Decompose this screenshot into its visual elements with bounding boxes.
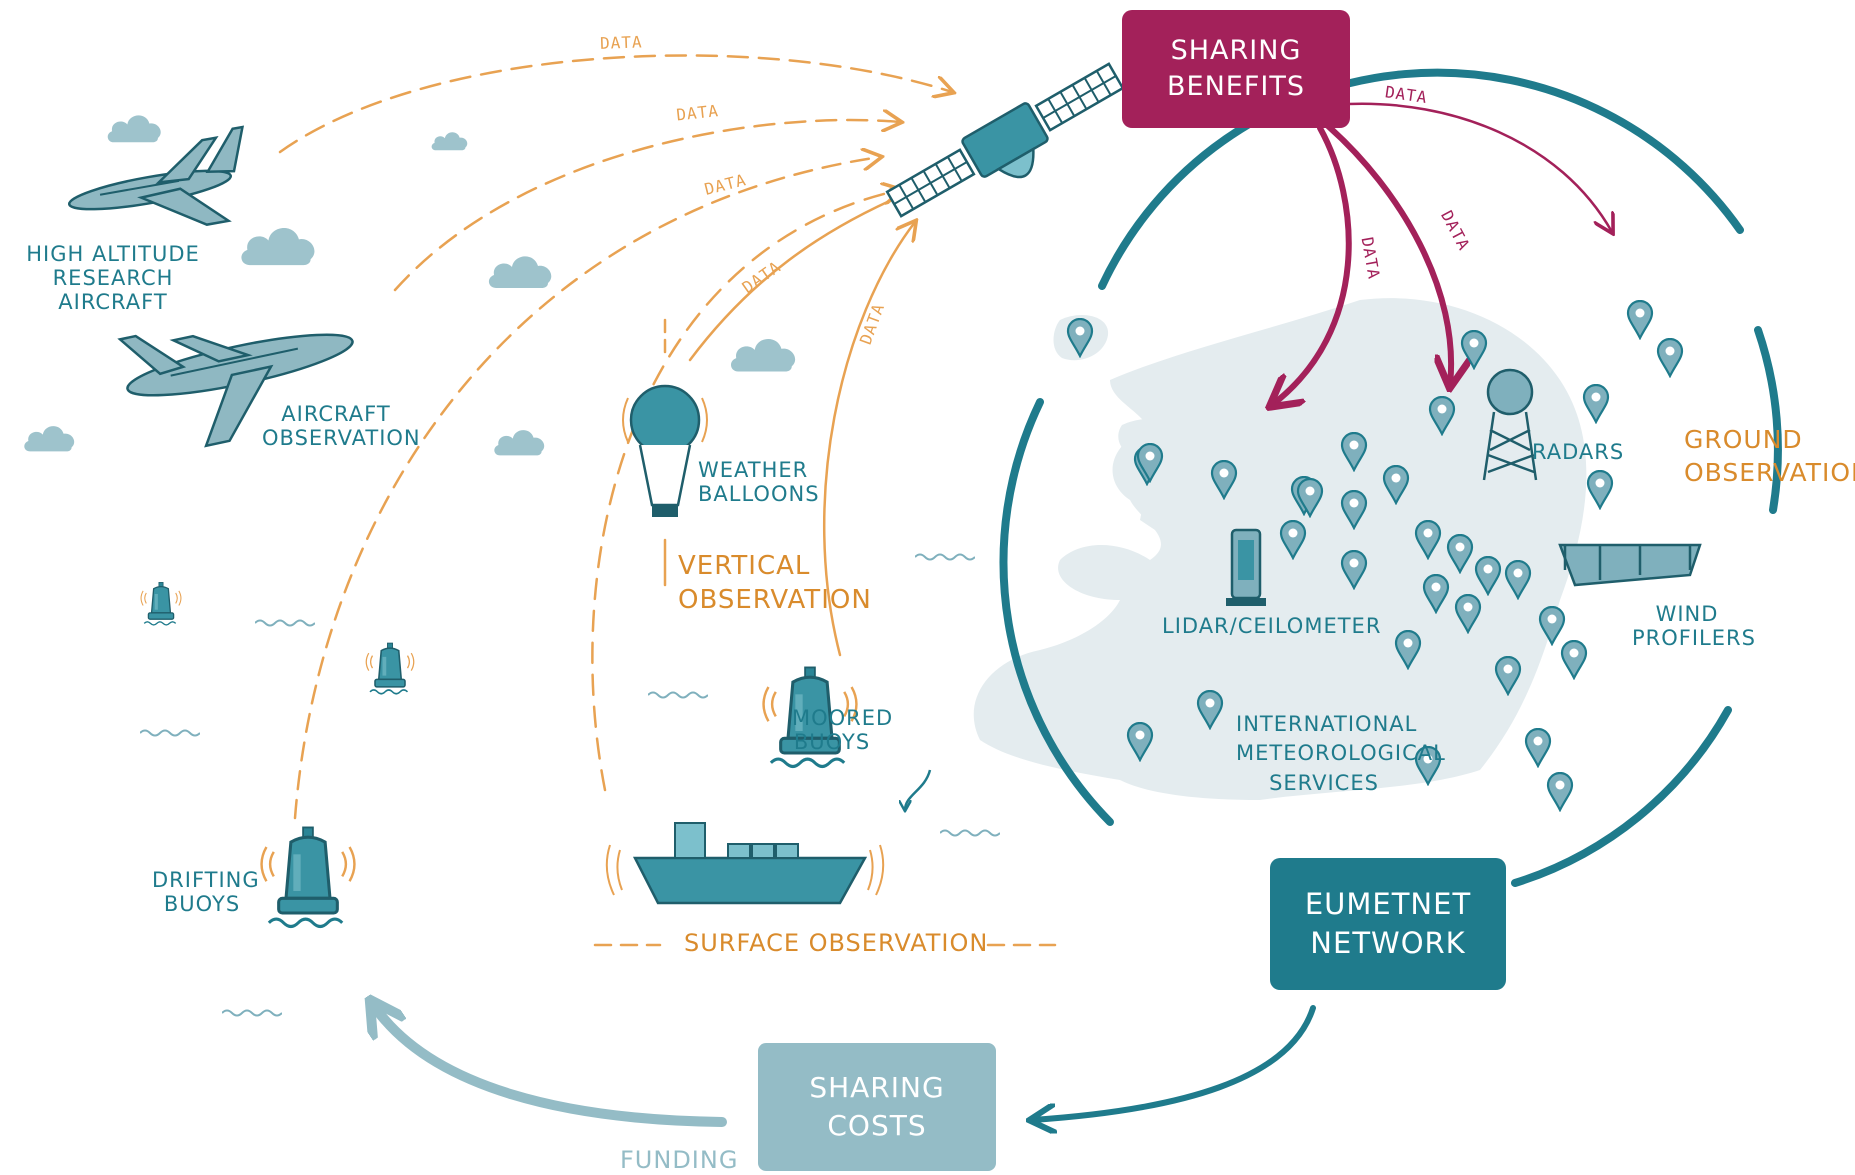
- cloud-icon: [431, 132, 468, 151]
- weather-balloons-label: WEATHER BALLOONS: [698, 458, 820, 506]
- box-line: BENEFITS: [1167, 71, 1305, 102]
- label-line: RESEARCH AIRCRAFT: [52, 266, 174, 315]
- lidar-ceilometer-icon: [1226, 528, 1266, 606]
- data-label: DATA: [600, 32, 643, 52]
- box-line: SHARING: [1170, 34, 1302, 66]
- vertical-observation-label: VERTICAL OBSERVATION: [678, 550, 872, 618]
- surface-observation-label: SURFACE OBSERVATION: [684, 929, 989, 957]
- wind-profilers-label: WIND PROFILERS: [1632, 602, 1756, 651]
- radar-tower-icon: [1482, 368, 1538, 481]
- data-label: DATA: [1384, 82, 1429, 107]
- buoy-icon: [140, 581, 182, 626]
- box-line: SHARING: [809, 1071, 945, 1105]
- moored-buoys-label: MOORED BUOYS: [792, 706, 894, 755]
- aircraft-icon: [117, 333, 354, 448]
- label-line: METEOROLOGICAL: [1236, 741, 1446, 766]
- data-label: DATA: [1437, 207, 1474, 253]
- location-pin-icon: [1524, 728, 1552, 768]
- cloud-icon: [488, 256, 552, 288]
- label-line: BALLOONS: [698, 482, 820, 507]
- label-line: AIRCRAFT: [281, 402, 391, 426]
- data-label: DATA: [675, 101, 719, 124]
- label-line: SERVICES: [1269, 770, 1379, 795]
- wave-icon: [915, 553, 975, 561]
- sharing-benefits-box: SHARING BENEFITS: [1122, 10, 1350, 128]
- ship-icon: [605, 822, 885, 905]
- wave-icon: [140, 729, 200, 737]
- wave-icon: [940, 829, 1000, 837]
- label-line: INTERNATIONAL: [1236, 712, 1418, 736]
- label-line: VERTICAL: [678, 551, 811, 581]
- location-pin-icon: [1582, 384, 1610, 424]
- label-line: MOORED: [792, 706, 894, 730]
- label-line: OBSERVATION: [1684, 457, 1855, 487]
- europe-map: [973, 298, 1587, 800]
- cloud-icon: [24, 426, 75, 452]
- sharing-costs-box: SHARING COSTS: [758, 1043, 996, 1171]
- label-line: GROUND: [1684, 425, 1803, 454]
- location-pin-icon: [1560, 640, 1588, 680]
- location-pin-icon: [1586, 470, 1614, 510]
- ground-observation-label: GROUND OBSERVATION: [1684, 424, 1855, 489]
- radars-label: RADARS: [1532, 440, 1625, 464]
- label-line: OBSERVATION: [262, 426, 421, 451]
- satellite-icon: [885, 62, 1125, 218]
- wind-profiler-icon: [1558, 543, 1702, 587]
- data-label: DATA: [1358, 236, 1384, 281]
- cost-arrow: [1032, 1005, 1316, 1120]
- box-line: COSTS: [827, 1109, 927, 1142]
- data-label: DATA: [739, 257, 785, 297]
- wave-icon: [255, 619, 315, 627]
- label-line: HIGH ALTITUDE: [26, 242, 200, 266]
- funding-label: FUNDING: [620, 1146, 739, 1174]
- label-line: PROFILERS: [1632, 626, 1756, 651]
- eumetnet-network-box: EUMETNET NETWORK: [1270, 858, 1506, 990]
- high-altitude-aircraft-icon: [67, 125, 245, 226]
- location-pin-icon: [1546, 772, 1574, 812]
- label-line: BUOYS: [163, 892, 241, 917]
- cloud-icon: [730, 338, 796, 372]
- cloud-icon: [494, 430, 545, 456]
- cloud-icon: [241, 228, 315, 266]
- location-pin-icon: [1656, 338, 1684, 378]
- weather-balloon-icon: [622, 384, 708, 517]
- drifting-buoys-label: DRIFTING BUOYS: [152, 868, 260, 917]
- label-line: WEATHER: [698, 458, 809, 482]
- buoy-icon: [365, 642, 415, 695]
- drifting-buoy-icon: [259, 825, 357, 929]
- box-line: NETWORK: [1310, 926, 1466, 960]
- wave-icon: [648, 691, 708, 699]
- label-line: BUOYS: [793, 730, 871, 755]
- benefit-arrows: [1272, 102, 1612, 405]
- data-labels-magenta: DATA DATA DATA: [1358, 82, 1474, 281]
- network-circle: [999, 68, 1782, 887]
- wave-icon: [222, 1009, 282, 1017]
- cloud-icon: [107, 115, 161, 143]
- data-label: DATA: [702, 170, 748, 199]
- location-pin-icon: [1626, 300, 1654, 340]
- label-line: WIND: [1655, 602, 1719, 626]
- label-line: DRIFTING: [152, 868, 260, 892]
- box-line: EUMETNET: [1304, 886, 1472, 921]
- funding-arrow: [372, 1003, 727, 1127]
- anchor-line: [905, 769, 932, 810]
- lidar-ceilometer-label: LIDAR/CEILOMETER: [1162, 614, 1382, 638]
- international-services-label: INTERNATIONAL METEOROLOGICAL SERVICES: [1236, 710, 1446, 798]
- high-altitude-label: HIGH ALTITUDE RESEARCH AIRCRAFT: [12, 242, 214, 314]
- label-line: OBSERVATION: [678, 584, 872, 615]
- aircraft-observation-label: AIRCRAFT OBSERVATION: [262, 402, 421, 451]
